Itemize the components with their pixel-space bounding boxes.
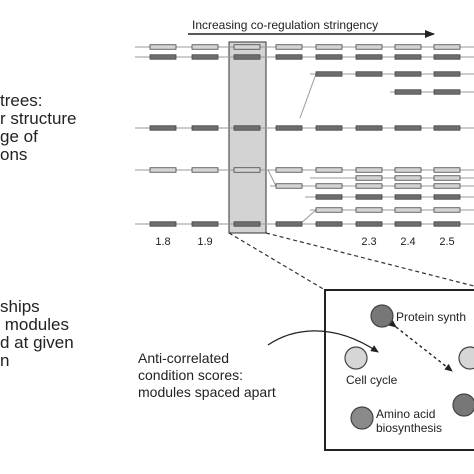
module-box-dark	[433, 89, 461, 95]
module-box-light	[233, 167, 261, 173]
module-box-light	[433, 44, 461, 50]
module-box-light	[191, 167, 219, 173]
module-box-light	[315, 44, 343, 50]
dark-module-node	[452, 393, 474, 417]
module-box-light	[433, 183, 461, 189]
module-box-light	[394, 167, 422, 173]
left-text-top-2: r structure	[0, 109, 77, 128]
module-box-dark	[149, 125, 177, 131]
tree-split-line	[299, 73, 317, 119]
module-box-dark	[315, 54, 343, 60]
module-box-dark	[355, 125, 383, 131]
anti-corr-line-2: condition scores:	[138, 367, 244, 383]
anti-corr-line-1: Anti-correlated	[138, 350, 230, 366]
module-box-dark	[394, 54, 422, 60]
module-box-dark	[433, 125, 461, 131]
module-box-light	[433, 175, 461, 181]
tree-split-line	[299, 209, 317, 225]
left-text-bottom-2: modules	[0, 315, 69, 334]
module-box-light	[233, 44, 261, 50]
module-box-light	[315, 183, 343, 189]
stringency-value-5: 2.5	[439, 236, 455, 248]
module-box-dark	[315, 71, 343, 77]
module-box-dark	[394, 221, 422, 227]
module-box-light	[355, 167, 383, 173]
module-box-dark	[355, 71, 383, 77]
module-box-dark	[275, 54, 303, 60]
stringency-label: Increasing co-regulation stringency	[192, 18, 379, 32]
amino-acid-node	[350, 406, 374, 430]
stringency-value-3: 2.3	[361, 236, 377, 248]
module-box-light	[355, 175, 383, 181]
cell-cycle-node	[344, 346, 368, 370]
module-box-dark	[355, 221, 383, 227]
anti-corr-line-3: modules spaced apart	[138, 384, 276, 400]
module-box-light	[149, 167, 177, 173]
module-box-dark	[355, 194, 383, 200]
module-box-light	[355, 183, 383, 189]
left-text-top-4: ons	[0, 145, 28, 164]
module-box-dark	[275, 125, 303, 131]
module-box-dark	[394, 71, 422, 77]
module-box-light	[394, 183, 422, 189]
module-box-dark	[149, 54, 177, 60]
module-box-light	[433, 167, 461, 173]
left-text-top-3: ge of	[0, 127, 38, 146]
module-box-dark	[149, 221, 177, 227]
module-box-light	[394, 44, 422, 50]
zoom-line-left	[228, 232, 326, 291]
module-box-dark	[433, 54, 461, 60]
module-box-dark	[394, 194, 422, 200]
module-box-light	[394, 207, 422, 213]
module-box-light	[275, 183, 303, 189]
module-box-dark	[315, 194, 343, 200]
module-box-dark	[233, 54, 261, 60]
module-box-dark	[191, 221, 219, 227]
pointer-arrow	[267, 330, 379, 353]
module-box-light	[355, 207, 383, 213]
module-box-dark	[315, 221, 343, 227]
stringency-value-4: 2.4	[400, 236, 416, 248]
module-box-light	[275, 167, 303, 173]
module-box-dark	[233, 125, 261, 131]
light-module-node	[458, 346, 474, 370]
module-box-light	[355, 44, 383, 50]
module-box-dark	[433, 221, 461, 227]
highlighted-column	[228, 41, 267, 234]
module-box-dark	[275, 221, 303, 227]
stringency-value-1: 1.8	[155, 236, 171, 248]
module-box-dark	[433, 71, 461, 77]
module-box-light	[315, 207, 343, 213]
tree-modules	[149, 44, 461, 227]
module-box-light	[191, 44, 219, 50]
zoom-line-right	[265, 232, 474, 287]
left-text-top-1: trees:	[0, 91, 43, 110]
module-box-light	[394, 175, 422, 181]
module-box-light	[315, 167, 343, 173]
left-text-bottom-3: d at given	[0, 333, 74, 352]
left-text-bottom-4: n	[0, 351, 10, 370]
cell-cycle-label: Cell cycle	[346, 373, 398, 387]
protein-synthesis-label: Protein synth	[396, 310, 467, 324]
module-box-light	[149, 44, 177, 50]
module-box-dark	[433, 194, 461, 200]
amino-acid-label: Amino acid biosynthesis	[376, 407, 443, 435]
module-box-dark	[394, 89, 422, 95]
module-box-dark	[315, 125, 343, 131]
stringency-value-2: 1.9	[197, 236, 213, 248]
module-box-light	[275, 44, 303, 50]
protein-synthesis-node	[370, 304, 394, 328]
module-box-dark	[191, 125, 219, 131]
module-box-dark	[191, 54, 219, 60]
module-box-dark	[233, 221, 261, 227]
module-box-dark	[355, 54, 383, 60]
tree-lines	[135, 46, 474, 225]
left-text-bottom-1: ships	[0, 297, 40, 316]
module-box-light	[433, 207, 461, 213]
module-box-dark	[394, 125, 422, 131]
tree-split-line	[267, 169, 277, 187]
